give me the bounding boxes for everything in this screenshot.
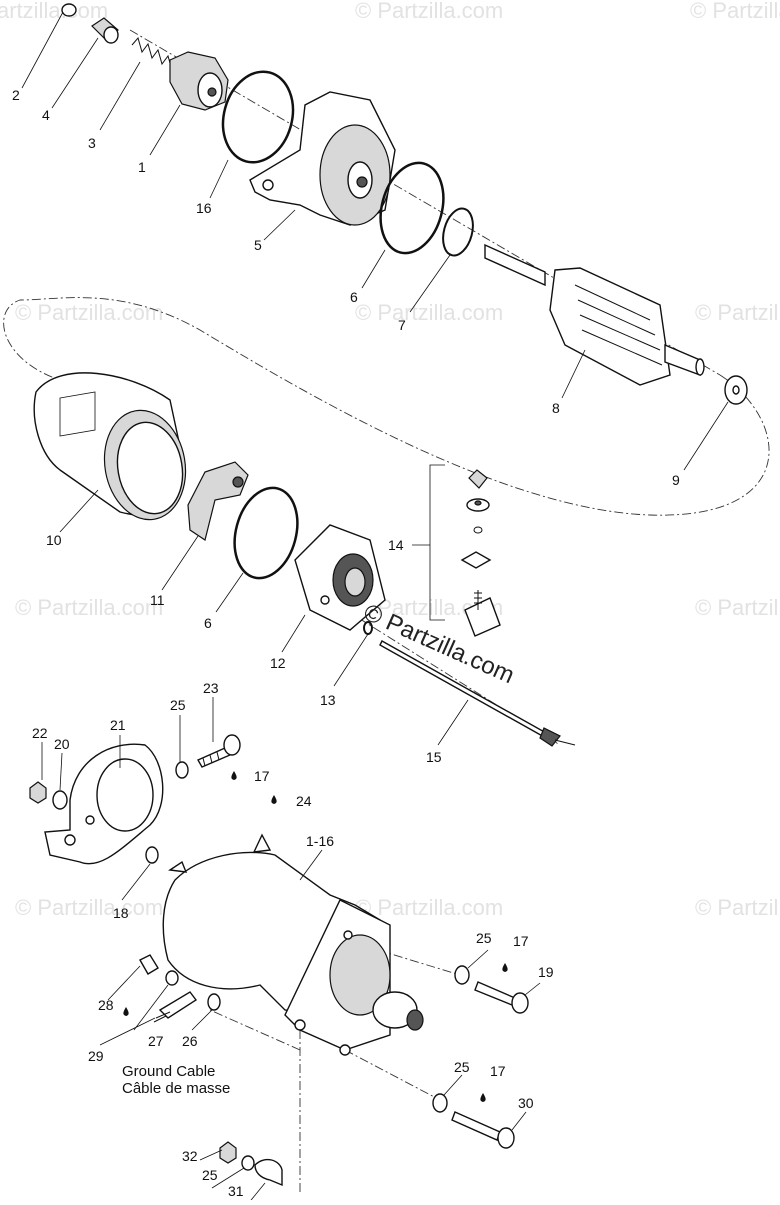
- callout-31: 31: [228, 1183, 244, 1199]
- washer-part-25-lower: [432, 1093, 448, 1113]
- callout-30: 30: [518, 1095, 534, 1111]
- housing-part-5: [249, 91, 396, 226]
- brush-holder-part-11: [187, 461, 249, 541]
- callout-10: 10: [46, 532, 62, 548]
- callout-26: 26: [182, 1033, 198, 1049]
- ground-cable-label-fr: Câble de masse: [122, 1080, 230, 1097]
- watermark: © Partzilla.com: [0, 0, 108, 23]
- droplet-icon: [231, 771, 237, 780]
- nut-part-22: [29, 781, 47, 804]
- washer-part-25-upper: [175, 761, 189, 779]
- callout-23: 23: [203, 680, 219, 696]
- droplet-icon: [271, 795, 277, 804]
- yoke-part-10: [33, 372, 187, 521]
- callout-25-right: 25: [476, 930, 492, 946]
- callout-28: 28: [98, 997, 114, 1013]
- callout-29: 29: [88, 1048, 104, 1064]
- ground-cable-caption: Ground Cable Câble de masse: [122, 1063, 230, 1097]
- callout-15: 15: [426, 749, 442, 765]
- callout-14: 14: [388, 537, 404, 553]
- retaining-ring-part: [61, 3, 77, 17]
- callout-20: 20: [54, 736, 70, 752]
- callout-1-16: 1-16: [306, 833, 334, 849]
- o-ring-6-top: [379, 161, 445, 255]
- callout-5: 5: [254, 237, 262, 253]
- leader-lines: [21, 11, 729, 1205]
- callout-2: 2: [12, 87, 20, 103]
- watermark-layer: © Partzilla.com © Partzilla.com © Partzi…: [0, 0, 780, 920]
- callout-12: 12: [270, 655, 286, 671]
- washer-part-20: [52, 790, 68, 810]
- callout-24: 24: [296, 793, 312, 809]
- spring-part: [131, 36, 173, 71]
- washer-part-25-right: [454, 965, 470, 985]
- callout-22: 22: [32, 725, 48, 741]
- callout-16: 16: [196, 200, 212, 216]
- bolt-part-19: [474, 981, 529, 1014]
- drive-assembly-part: [169, 51, 229, 111]
- washer-part-25-bottom: [241, 1155, 255, 1171]
- watermark: © Partzilla.com: [690, 0, 780, 23]
- washer-part-18: [145, 846, 159, 864]
- through-bolt-part-15: [379, 640, 576, 747]
- starter-motor-assembly: [162, 833, 424, 1056]
- callout-25-lower: 25: [454, 1059, 470, 1075]
- o-ring-7: [442, 207, 474, 257]
- washer-part-27: [165, 970, 179, 986]
- o-ring-16: [221, 70, 295, 164]
- callout-7: 7: [398, 317, 406, 333]
- callout-4: 4: [42, 107, 50, 123]
- lock-washer-part-26: [207, 993, 221, 1011]
- watermark: © Partzilla.com: [695, 895, 780, 920]
- watermark: © Partzilla.com: [355, 895, 503, 920]
- bracket-part-21: [44, 743, 164, 865]
- bolt-part-30: [451, 1111, 515, 1149]
- callout-17-right: 17: [513, 933, 529, 949]
- ground-terminal-part-29: [153, 991, 198, 1023]
- watermark: © Partzilla.com: [355, 300, 503, 325]
- washer-part-9: [724, 375, 748, 405]
- watermark: © Partzilla.com: [15, 300, 163, 325]
- end-cover-part-12: [294, 524, 386, 631]
- watermark: © Partzilla.com: [695, 595, 780, 620]
- armature-part-8: [484, 243, 705, 386]
- clamp-part-31: [254, 1158, 283, 1187]
- callout-6: 6: [350, 289, 358, 305]
- callout-32: 32: [182, 1148, 198, 1164]
- callout-3: 3: [88, 135, 96, 151]
- watermark: © Partzilla.com: [695, 300, 780, 325]
- callout-8: 8: [552, 400, 560, 416]
- callout-6b: 6: [204, 615, 212, 631]
- collar-part: [91, 17, 119, 44]
- droplet-icon: [123, 1007, 129, 1016]
- screw-part-28: [139, 954, 159, 975]
- callout-25: 25: [170, 697, 186, 713]
- callout-17-lower: 17: [490, 1063, 506, 1079]
- hardware-kit-14: [429, 464, 501, 637]
- droplet-icons: [123, 771, 508, 1102]
- watermark: © Partzilla.com: [15, 895, 163, 920]
- droplet-icon: [480, 1093, 486, 1102]
- callout-9: 9: [672, 472, 680, 488]
- nut-part-32: [219, 1141, 237, 1164]
- watermark: © Partzilla.com: [355, 0, 503, 23]
- callout-1: 1: [138, 159, 146, 175]
- o-ring-6-middle: [233, 486, 299, 580]
- callout-19: 19: [538, 964, 554, 980]
- callout-18: 18: [113, 905, 129, 921]
- callout-11: 11: [150, 592, 165, 608]
- callout-17: 17: [254, 768, 270, 784]
- callout-25-bottom: 25: [202, 1167, 218, 1183]
- ground-cable-label: Ground Cable: [122, 1063, 215, 1080]
- callout-27: 27: [148, 1033, 164, 1049]
- callout-labels: 2 4 3 1 16 5 6 7 8 9 10 11 6 12 13 14 15…: [12, 87, 680, 1199]
- callout-21: 21: [110, 717, 126, 733]
- screw-part-23: [197, 734, 241, 768]
- callout-13: 13: [320, 692, 336, 708]
- droplet-icon: [502, 963, 508, 972]
- watermark: © Partzilla.com: [15, 595, 163, 620]
